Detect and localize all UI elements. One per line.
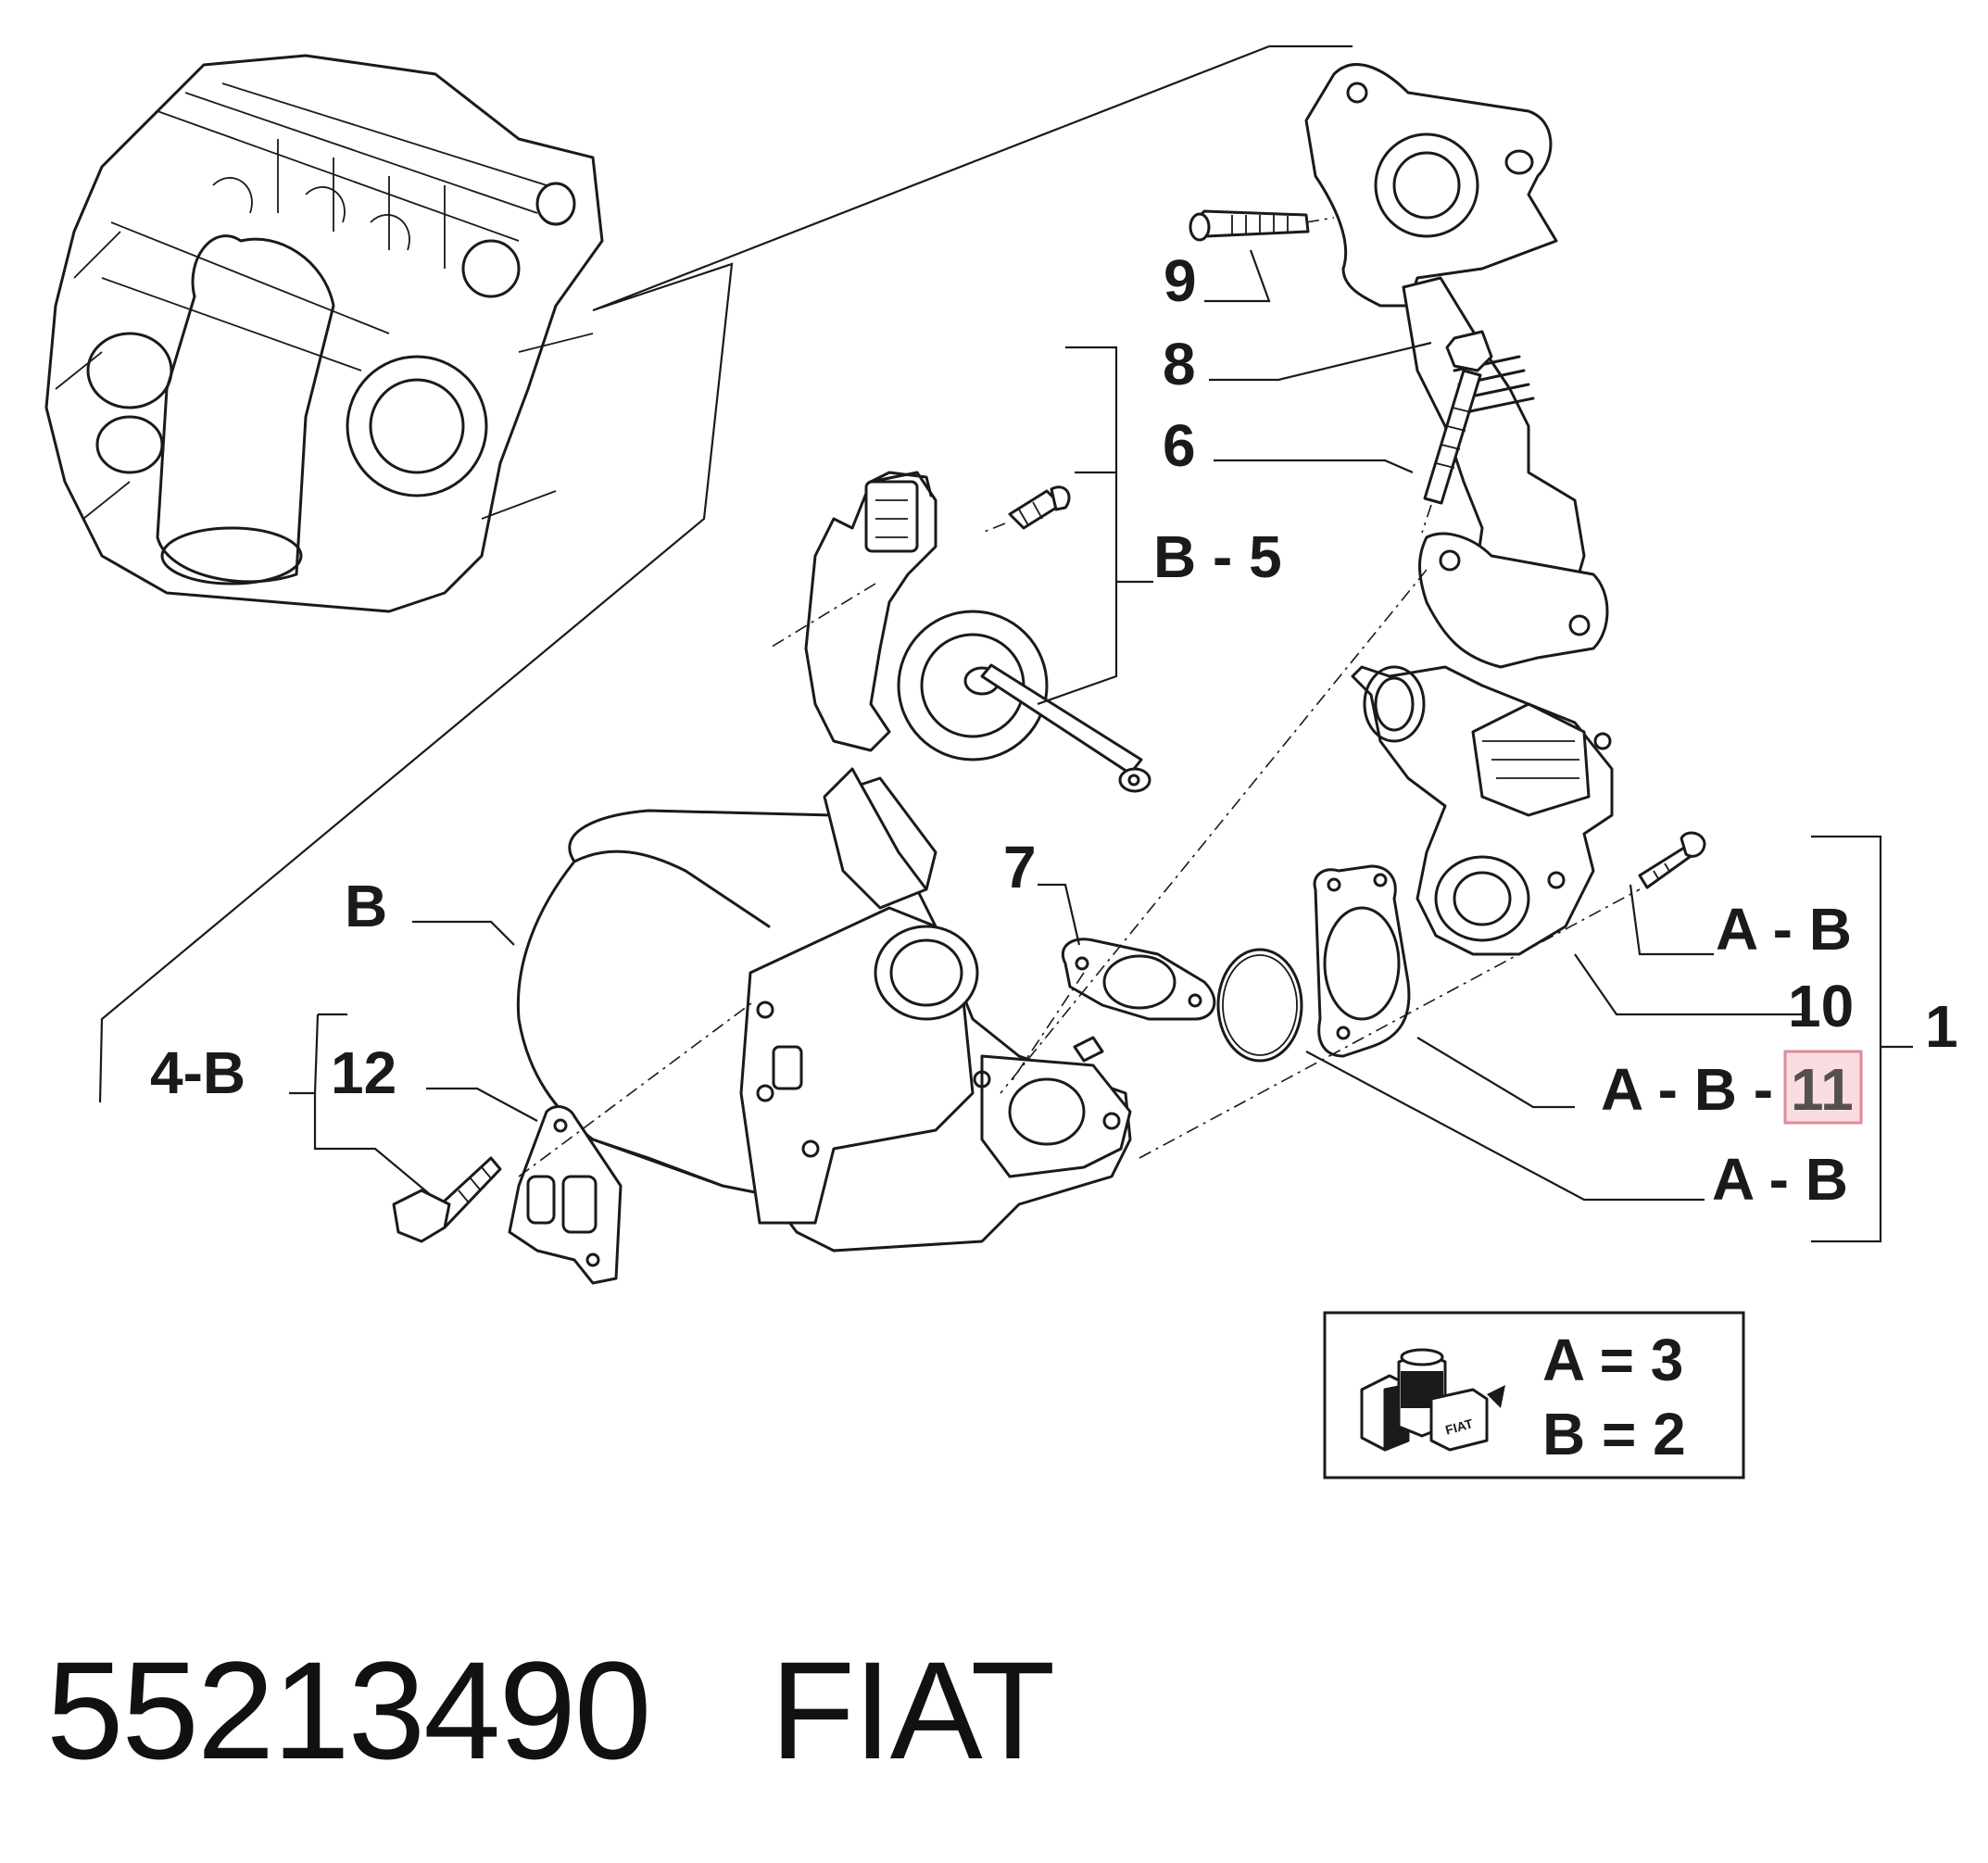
label-part-8: 8: [1163, 331, 1196, 397]
stud-part-9: [1189, 209, 1335, 242]
callout-outline: [98, 44, 1353, 1103]
bolt-part-ab-top: [1638, 831, 1706, 889]
label-part-b5: B - 5: [1153, 523, 1282, 590]
assembly-axis-lines: [518, 569, 1641, 1177]
leader-lines: [289, 249, 1913, 1243]
bolt-part-6: [1421, 330, 1493, 534]
label-part-b: B: [345, 873, 387, 939]
egr-valve-part-10: [1351, 665, 1614, 956]
label-part-11: 11: [1791, 1056, 1854, 1123]
label-part-7: 7: [1003, 834, 1037, 900]
engine-thumbnail-illustration: [44, 54, 604, 613]
valve-gasket-part-11: [1313, 864, 1411, 1058]
label-part-12: 12: [331, 1039, 396, 1106]
bolt-part-4b: [392, 1156, 502, 1243]
fiat-packaging-icon: FIAT: [1360, 1348, 1505, 1452]
o-ring-part-ab: [1216, 948, 1303, 1063]
label-part-ab-bottom: A - B: [1712, 1146, 1848, 1213]
label-part-1: 1: [1925, 993, 1958, 1060]
legend-line-a: A = 3: [1542, 1327, 1683, 1393]
quantity-legend-box: FIAT A = 3 B = 2: [1323, 1311, 1745, 1479]
brand-name: FIAT: [770, 1632, 1055, 1788]
label-part-10: 10: [1788, 973, 1854, 1039]
highlighted-part-11: 11: [1783, 1050, 1863, 1125]
legend-line-b: B = 2: [1542, 1401, 1686, 1467]
label-part-4b: 4-B: [150, 1039, 245, 1106]
egr-cooler-part: [516, 767, 1132, 1252]
part-number-caption: 55213490 FIAT: [46, 1630, 1055, 1791]
gasket-plate-part-12: [508, 1105, 623, 1285]
label-part-6: 6: [1163, 412, 1196, 479]
egr-pipe-part: [1304, 63, 1609, 669]
part-number: 55213490: [46, 1632, 651, 1788]
label-part-9: 9: [1164, 247, 1197, 314]
label-part-ab-top: A - B: [1716, 896, 1852, 963]
label-part-ab-11: A - B -: [1601, 1056, 1773, 1123]
legend-logo-text: FIAT: [1443, 1416, 1475, 1437]
egr-actuator-valve-part: [768, 471, 1151, 793]
gasket-part-7: [1061, 938, 1216, 1021]
